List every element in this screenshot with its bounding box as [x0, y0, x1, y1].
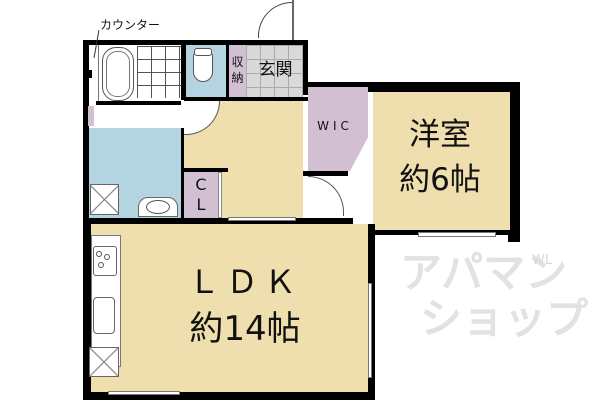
wic-label: WIC — [317, 119, 353, 133]
watermark-line2: ショップ — [420, 294, 589, 343]
western-room-size: 約6帖 — [399, 162, 481, 198]
wall — [83, 70, 92, 78]
toilet-tank — [194, 48, 212, 56]
ldk-room — [91, 224, 368, 392]
kitchen-sink-icon — [93, 297, 115, 334]
bath-tiles — [137, 46, 181, 98]
refrigerator-icon — [89, 347, 119, 377]
ldk-bottom-window[interactable] — [108, 391, 180, 395]
entrance-label: 玄関 — [258, 60, 293, 80]
wall — [368, 82, 518, 92]
storage-label-1: 収 — [231, 55, 244, 69]
burner — [98, 262, 104, 268]
sink-basin — [146, 200, 170, 214]
wall — [83, 218, 353, 224]
bathtub-inner — [106, 51, 130, 97]
toilet-icon — [193, 52, 213, 82]
closet-label-2: L — [196, 195, 206, 214]
entrance — [246, 45, 303, 97]
watermark-badge: WL — [532, 253, 553, 268]
closet-door[interactable] — [218, 172, 222, 218]
front-door-leaf — [292, 0, 294, 40]
western-room — [373, 92, 510, 234]
bedroom-door-icon[interactable] — [308, 176, 344, 216]
ldk-side-window[interactable] — [368, 283, 372, 378]
wall — [508, 82, 520, 242]
wall — [83, 392, 375, 400]
wall — [226, 40, 229, 100]
wall — [96, 101, 181, 105]
wall — [184, 168, 228, 172]
counter — [89, 45, 99, 105]
wall — [181, 40, 186, 100]
bathtub-icon — [102, 47, 134, 101]
western-room-name: 洋室 — [409, 117, 471, 153]
burner — [104, 254, 110, 260]
closet-label-1: C — [195, 175, 207, 194]
wall — [83, 40, 89, 230]
small-storage — [88, 106, 94, 126]
burner — [96, 251, 102, 257]
western-room-window[interactable] — [418, 232, 496, 237]
front-door-icon[interactable] — [258, 2, 292, 38]
wall — [184, 97, 308, 101]
storage-label-2: 納 — [231, 71, 244, 85]
interior-door[interactable] — [228, 217, 296, 221]
closet — [184, 172, 218, 218]
ldk-size: 約14帖 — [189, 309, 301, 349]
wall — [303, 82, 373, 87]
washing-machine-icon — [90, 184, 119, 215]
wall — [83, 40, 308, 45]
ldk-name: ＬＤＫ — [187, 263, 302, 301]
watermark-line1: アパマン — [400, 248, 568, 297]
storage — [229, 45, 246, 97]
wall — [181, 128, 184, 218]
wall — [303, 40, 308, 95]
wall — [303, 171, 348, 176]
wall — [83, 224, 91, 400]
counter-label: カウンター — [100, 18, 161, 32]
